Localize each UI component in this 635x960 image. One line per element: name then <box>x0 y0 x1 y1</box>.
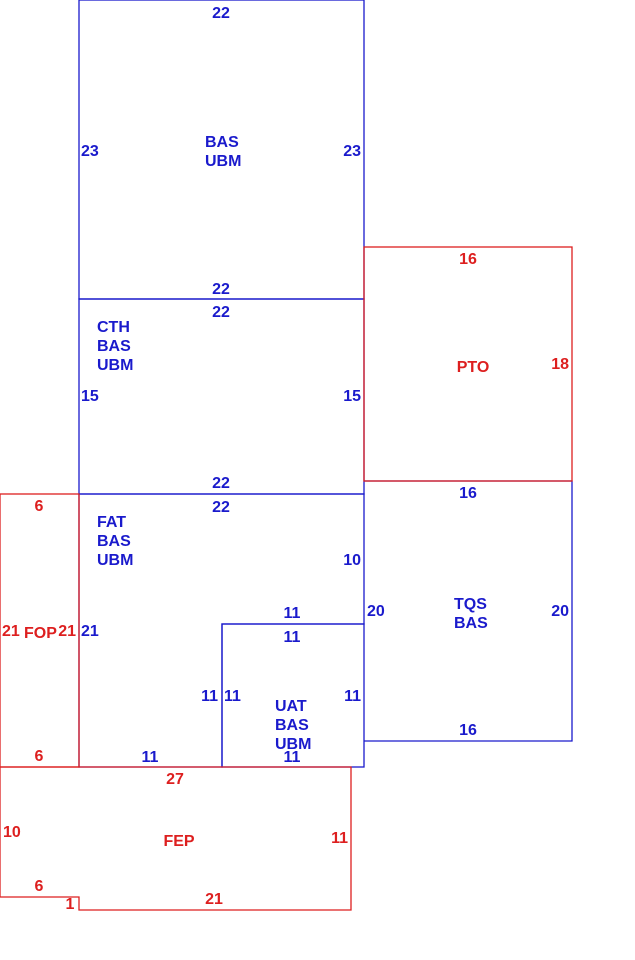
fep-label: FEP <box>163 833 194 850</box>
uat-label-2: BAS <box>275 717 309 734</box>
cth-dim-right: 15 <box>343 388 361 405</box>
pto-label: PTO <box>457 359 490 376</box>
fep-dim-notch-v: 1 <box>66 896 75 913</box>
section-cth: CTH BAS UBM 22 15 15 22 <box>78 298 365 495</box>
fat-label-2: BAS <box>97 533 131 550</box>
cth-label-3: UBM <box>97 357 133 374</box>
uat-dim-left: 11 <box>224 688 241 705</box>
cth-dim-top: 22 <box>212 304 230 321</box>
section-fop: FOP 6 21 21 6 <box>0 493 80 768</box>
bas-ubm-top-label-2: UBM <box>205 153 241 170</box>
fep-outline <box>0 766 352 911</box>
fep-dim-notch-h: 6 <box>35 878 44 895</box>
uat-label-1: UAT <box>275 698 307 715</box>
uat-dim-right: 11 <box>344 688 361 705</box>
section-fep: FEP 27 10 11 21 6 1 <box>0 766 352 913</box>
fat-label-3: UBM <box>97 552 133 569</box>
fat-dim-step-top: 11 <box>284 605 301 622</box>
cth-dim-bottom: 22 <box>212 475 230 492</box>
bas-ubm-top-dim-left: 23 <box>81 143 99 160</box>
uat-label-3: UBM <box>275 736 311 753</box>
tqs-label-2: BAS <box>454 615 488 632</box>
uat-dim-top: 11 <box>284 629 301 646</box>
fop-dim-top: 6 <box>35 498 44 515</box>
cth-dim-left: 15 <box>81 388 99 405</box>
bas-ubm-top-label-1: BAS <box>205 134 239 151</box>
fat-dim-top: 22 <box>212 499 230 516</box>
fat-dim-left: 21 <box>81 623 99 640</box>
section-tqs: TQS BAS 16 20 20 16 <box>364 480 573 742</box>
fat-dim-bottom: 11 <box>142 749 159 766</box>
pto-outline <box>363 246 573 482</box>
bas-ubm-top-dim-bottom: 22 <box>212 281 230 298</box>
uat-dim-bottom: 11 <box>284 749 301 766</box>
section-uat: UAT BAS UBM 11 11 11 11 <box>221 623 365 768</box>
fep-dim-left: 10 <box>3 824 21 841</box>
tqs-label-1: TQS <box>454 596 487 613</box>
section-fat: FAT BAS UBM 22 21 10 11 11 11 <box>78 493 365 768</box>
fop-label: FOP <box>24 625 57 642</box>
fop-dim-bottom: 6 <box>35 748 44 765</box>
tqs-dim-top: 16 <box>459 485 477 502</box>
fop-dim-right: 21 <box>58 623 76 640</box>
tqs-dim-right: 20 <box>551 603 569 620</box>
cth-label-1: CTH <box>97 319 130 336</box>
fep-dim-right: 11 <box>331 830 348 847</box>
section-bas-ubm-top: BAS UBM 22 23 23 22 <box>78 0 365 300</box>
pto-dim-right: 18 <box>551 356 569 373</box>
cth-label-2: BAS <box>97 338 131 355</box>
tqs-dim-left: 20 <box>367 603 385 620</box>
fat-label-1: FAT <box>97 514 126 531</box>
fep-dim-bottom: 21 <box>205 891 223 908</box>
fep-dim-top: 27 <box>166 771 184 788</box>
fat-dim-right: 10 <box>343 552 361 569</box>
bas-ubm-top-dim-top: 22 <box>212 5 230 22</box>
bas-ubm-top-dim-right: 23 <box>343 143 361 160</box>
tqs-dim-bottom: 16 <box>459 722 477 739</box>
section-pto: PTO 16 18 <box>363 246 573 482</box>
fat-dim-step-left: 11 <box>201 688 218 705</box>
fop-dim-left: 21 <box>2 623 20 640</box>
pto-dim-top: 16 <box>459 251 477 268</box>
